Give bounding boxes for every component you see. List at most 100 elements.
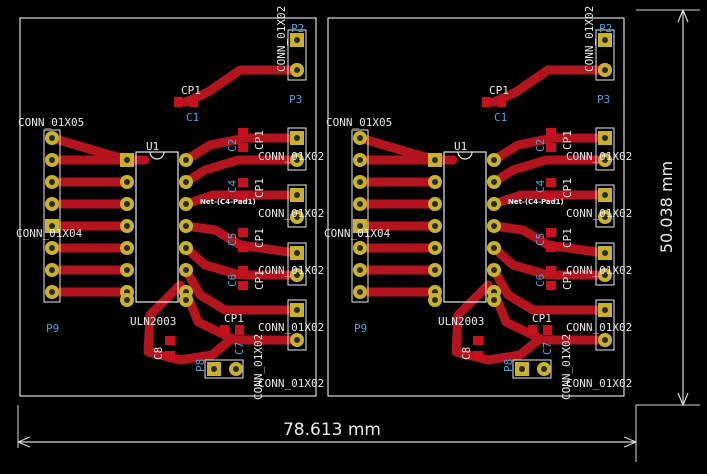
p2-pad-2[interactable] [290,63,304,77]
right-connector-pad-b-1[interactable] [290,153,304,167]
track-r3[interactable] [181,190,300,209]
left-connector-pad-5[interactable] [45,219,59,233]
cap-c2[interactable] [546,128,556,152]
right-connector-pad-a-2[interactable] [598,188,612,202]
left-connector-pad-2[interactable] [353,153,367,167]
p2-pad-2[interactable] [598,63,612,77]
ic-pad-right-6[interactable] [487,263,501,277]
track-r1[interactable] [181,133,300,165]
cap-c6[interactable] [238,266,248,290]
left-connector-pad-7[interactable] [353,263,367,277]
left-connector-pad-6[interactable] [45,241,59,255]
ic-pad-right-2[interactable] [487,175,501,189]
track-r6[interactable] [489,265,608,315]
right-connector-pad-b-2[interactable] [290,210,304,224]
right-connector-pad-b-1[interactable] [598,153,612,167]
cap-c5[interactable] [546,228,556,252]
right-connector-pad-a-1[interactable] [598,131,612,145]
right-connector-pad-a-2[interactable] [290,188,304,202]
ic-pad-right-5[interactable] [179,241,193,255]
ic-pad-left-8[interactable] [428,293,442,307]
cap-c2[interactable] [238,128,248,152]
cap-c4[interactable] [238,178,248,202]
right-connector-pad-a-4[interactable] [598,303,612,317]
left-connector-pad-8[interactable] [353,285,367,299]
right-connector-pad-b-3[interactable] [598,268,612,282]
board-1[interactable]: CP1C1U1ULN2003CONN_01X05CONN_01X04P9P2P3… [16,6,324,400]
cap-c1[interactable] [482,97,506,107]
ic-pad-right-8[interactable] [487,293,501,307]
ic-pad-left-1[interactable] [428,153,442,167]
track-r6[interactable] [181,265,300,315]
track-r5[interactable] [489,243,608,280]
cap-c6[interactable] [546,266,556,290]
left-connector-pad-1[interactable] [353,131,367,145]
p8-pad-1[interactable] [207,362,221,376]
left-connector-pad-8[interactable] [45,285,59,299]
left-connector-pad-3[interactable] [45,175,59,189]
track-r7[interactable] [489,287,608,345]
ic-pad-right-3[interactable] [179,197,193,211]
left-connector-pad-5[interactable] [353,219,367,233]
ic-pad-left-6[interactable] [120,263,134,277]
p8-pad-2[interactable] [537,362,551,376]
ic-pad-left-3[interactable] [120,197,134,211]
cap-c1[interactable] [174,97,198,107]
ic-pad-right-8[interactable] [179,293,193,307]
left-connector-pad-1[interactable] [45,131,59,145]
ic-pad-left-6[interactable] [428,263,442,277]
left-connector-pad-2[interactable] [45,153,59,167]
p8-pad-2[interactable] [229,362,243,376]
track-r2[interactable] [489,155,608,187]
cap-c7[interactable] [528,325,552,335]
ic-pad-left-2[interactable] [120,175,134,189]
ic-pad-left-4[interactable] [120,219,134,233]
ic-pad-right-3[interactable] [487,197,501,211]
right-connector-pad-a-0[interactable] [598,33,612,47]
ic-pad-left-3[interactable] [428,197,442,211]
right-connector-pad-b-4[interactable] [598,333,612,347]
cap-c4[interactable] [546,178,556,202]
p8-pad-1[interactable] [515,362,529,376]
track-r3[interactable] [489,190,608,209]
track-r5[interactable] [181,243,300,280]
ic-pad-left-1[interactable] [120,153,134,167]
track-r2[interactable] [181,155,300,187]
cap-c8[interactable] [165,336,175,360]
track-r1[interactable] [489,133,608,165]
board-2[interactable]: CP1C1U1ULN2003CONN_01X05CONN_01X04P9P2P3… [324,6,632,400]
ic-pad-right-2[interactable] [179,175,193,189]
cap-c7[interactable] [220,325,244,335]
ic-pad-left-5[interactable] [428,241,442,255]
left-connector-pad-4[interactable] [45,197,59,211]
track-r4[interactable] [181,221,300,258]
left-connector-pad-7[interactable] [45,263,59,277]
left-connector-pad-3[interactable] [353,175,367,189]
right-connector-pad-b-2[interactable] [598,210,612,224]
right-connector-pad-b-3[interactable] [290,268,304,282]
ic-pad-left-5[interactable] [120,241,134,255]
right-connector-pad-a-4[interactable] [290,303,304,317]
right-connector-pad-a-0[interactable] [290,33,304,47]
right-connector-pad-a-1[interactable] [290,131,304,145]
right-connector-pad-b-4[interactable] [290,333,304,347]
track-r4[interactable] [489,221,608,258]
ic-pad-right-4[interactable] [487,219,501,233]
left-connector-pad-4[interactable] [353,197,367,211]
ic-pad-left-2[interactable] [428,175,442,189]
ic-pad-left-8[interactable] [120,293,134,307]
ic-pad-right-1[interactable] [179,153,193,167]
ic-pad-right-4[interactable] [179,219,193,233]
cap-c5[interactable] [238,228,248,252]
right-connector-pad-a-3[interactable] [290,246,304,260]
left-connector-pad-6[interactable] [353,241,367,255]
cap-c8[interactable] [473,336,483,360]
track-r7[interactable] [181,287,300,345]
ic-pad-right-5[interactable] [487,241,501,255]
ic-pad-left-4[interactable] [428,219,442,233]
ic-pad-right-6[interactable] [179,263,193,277]
ic-pad-right-1[interactable] [487,153,501,167]
right-connector-pad-a-3[interactable] [598,246,612,260]
track-bottom-loop[interactable] [143,280,235,365]
